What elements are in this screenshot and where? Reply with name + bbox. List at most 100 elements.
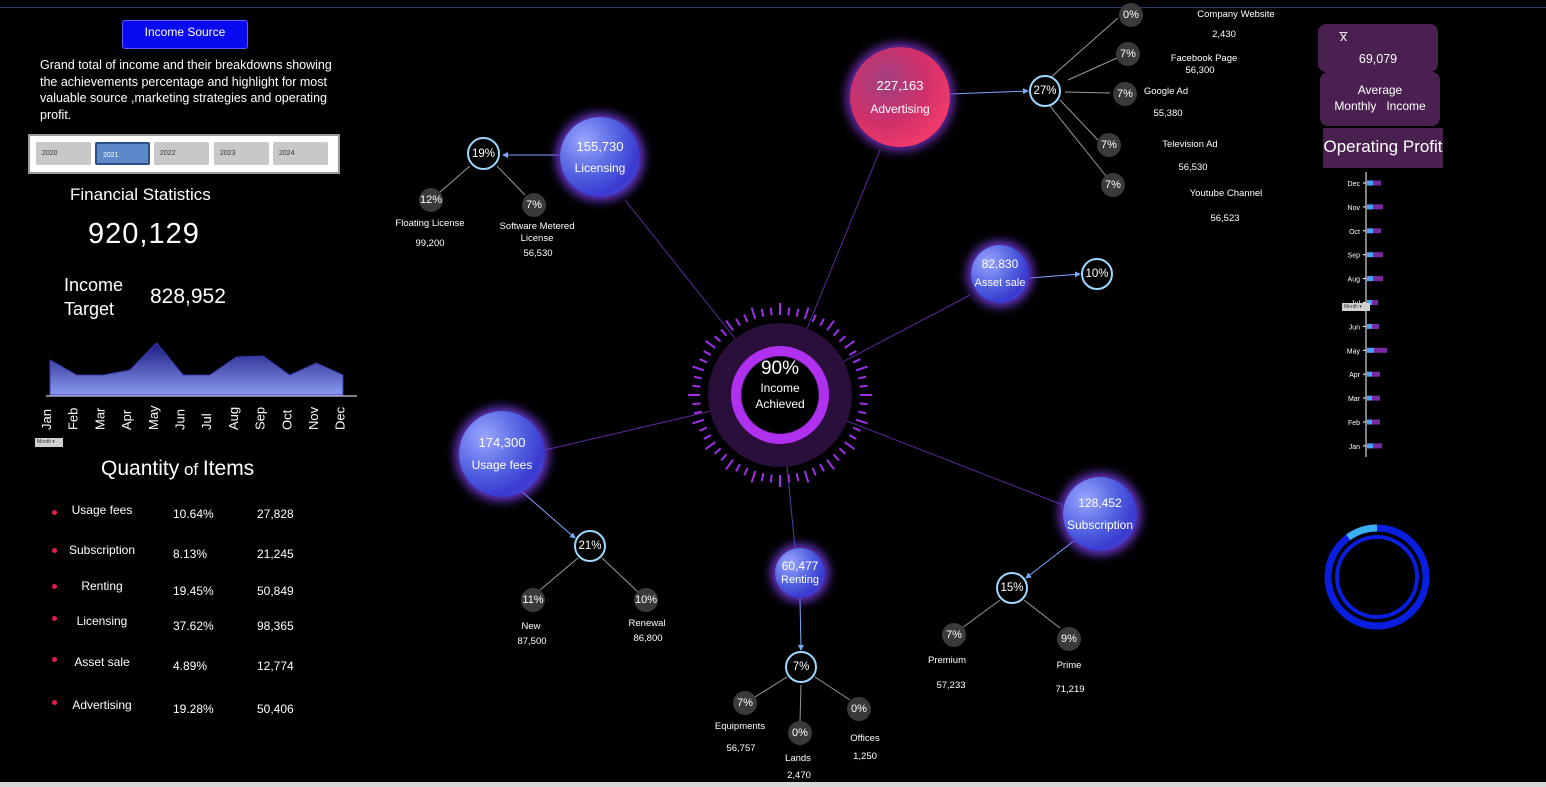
breakdown-label: Television Ad: [1162, 139, 1218, 150]
gauge-tick: [811, 314, 817, 323]
bullet-icon: [52, 616, 57, 621]
gauge-tick: [735, 463, 741, 472]
gauge-tick: [795, 473, 800, 482]
bullet-icon: [52, 584, 57, 589]
breakdown-pct: 7%: [522, 193, 546, 217]
bar-series-1: [1367, 300, 1372, 305]
breakdown-label: Floating License: [395, 218, 465, 229]
gauge-tick: [803, 307, 810, 320]
gauge-tick: [760, 308, 765, 317]
bar-series-2: [1373, 228, 1381, 234]
year-button-2020[interactable]: 2020: [36, 142, 91, 165]
breakdown-pct: 12%: [419, 188, 443, 212]
sheet-scrollbar[interactable]: [0, 782, 1546, 787]
gauge-tick: [859, 402, 868, 406]
breakdown-value: 56,300: [1185, 65, 1215, 76]
month-filter-button[interactable]: Month ▾: [1342, 303, 1370, 311]
breakdown-value: 1,250: [853, 751, 877, 762]
breakdown-pct: 9%: [1057, 627, 1081, 651]
gauge-tick: [855, 418, 868, 425]
average-value: 69,079: [1358, 52, 1398, 66]
donut-ring: [1324, 524, 1430, 630]
bar-series-1: [1367, 419, 1372, 425]
year-button-2022[interactable]: 2022: [154, 142, 209, 165]
bar-series-2: [1373, 204, 1383, 210]
breakdown-label: Offices: [850, 733, 880, 744]
y-tick-label: Nov: [1348, 205, 1361, 212]
breakdown-label: Youtube Channel: [1189, 188, 1263, 199]
bar-series-2: [1373, 276, 1383, 282]
donut-inner-ring: [1335, 535, 1419, 619]
month-filter-button[interactable]: Month ▾: [35, 438, 63, 447]
year-slicer[interactable]: 2020 2021 2022 2023 2024: [28, 134, 340, 174]
bar-series-1: [1367, 204, 1373, 210]
breakdown-value: 56,530: [523, 248, 553, 259]
average-card: x̅ 69,079: [1318, 24, 1438, 72]
breakdown-pct: 7%: [942, 623, 966, 647]
bar-series-2: [1372, 371, 1380, 377]
gauge-tick: [848, 350, 857, 356]
subscription-share-ring: 15%: [996, 572, 1028, 604]
bar-series-1: [1367, 323, 1372, 329]
bar-series-1: [1367, 228, 1373, 234]
breakdown-pct: 7%: [1101, 173, 1125, 197]
breakdown-label: Company Website: [1197, 9, 1275, 20]
breakdown-value: 56,757: [726, 743, 756, 754]
gauge-tick: [832, 328, 840, 337]
operating-profit-bar-chart: DecNovOctSepAugJulJunMayAprMarFebJan: [1347, 172, 1387, 457]
gauge-tick: [725, 319, 734, 331]
gauge-tick: [743, 467, 749, 476]
advertising-share-ring: 27%: [1029, 75, 1061, 107]
breakdown-pct: 7%: [1116, 42, 1140, 66]
bar-series-1: [1367, 371, 1372, 377]
breakdown-label: Prime: [1056, 660, 1082, 671]
gauge-tick: [811, 467, 817, 476]
breakdown-label: Facebook Page: [1170, 53, 1238, 64]
y-tick-label: May: [1347, 348, 1361, 355]
bar-series-2: [1374, 347, 1387, 353]
bullet-icon: [52, 510, 57, 515]
gauge-tick: [760, 473, 765, 482]
gauge-tick: [750, 470, 757, 483]
gauge-tick: [720, 328, 728, 337]
gauge-tick: [693, 375, 702, 380]
bar-series-1: [1367, 395, 1372, 401]
y-tick-label: Feb: [1348, 420, 1360, 427]
grand-total-value: 920,129: [88, 218, 200, 250]
bullet-icon: [52, 657, 57, 662]
gauge-tick: [750, 307, 757, 320]
bar-series-2: [1373, 443, 1382, 449]
breakdown-value: 56,523: [1210, 213, 1240, 224]
year-button-2023[interactable]: 2023: [214, 142, 269, 165]
bar-series-1: [1367, 276, 1373, 282]
gauge-tick: [838, 335, 847, 343]
income-source-button[interactable]: Income Source: [122, 20, 248, 49]
bar-series-1: [1367, 180, 1373, 186]
gauge-tick: [844, 441, 856, 450]
gauge-tick: [769, 474, 773, 483]
x-tick-label: Apr: [119, 409, 134, 430]
gauge-tick: [692, 384, 701, 388]
year-button-2024[interactable]: 2024: [273, 142, 328, 165]
bar-series-2: [1372, 300, 1378, 305]
y-tick-label: Jan: [1349, 444, 1360, 451]
gauge-tick: [852, 426, 861, 432]
year-button-2021[interactable]: 2021: [95, 142, 150, 165]
asset-sale-share-ring: 10%: [1081, 258, 1113, 290]
x-tick-label: Feb: [66, 408, 81, 430]
gauge-tick: [769, 307, 773, 316]
x-tick-label: Nov: [306, 406, 321, 430]
top-divider: [0, 7, 1546, 8]
y-tick-label: Oct: [1349, 229, 1360, 236]
